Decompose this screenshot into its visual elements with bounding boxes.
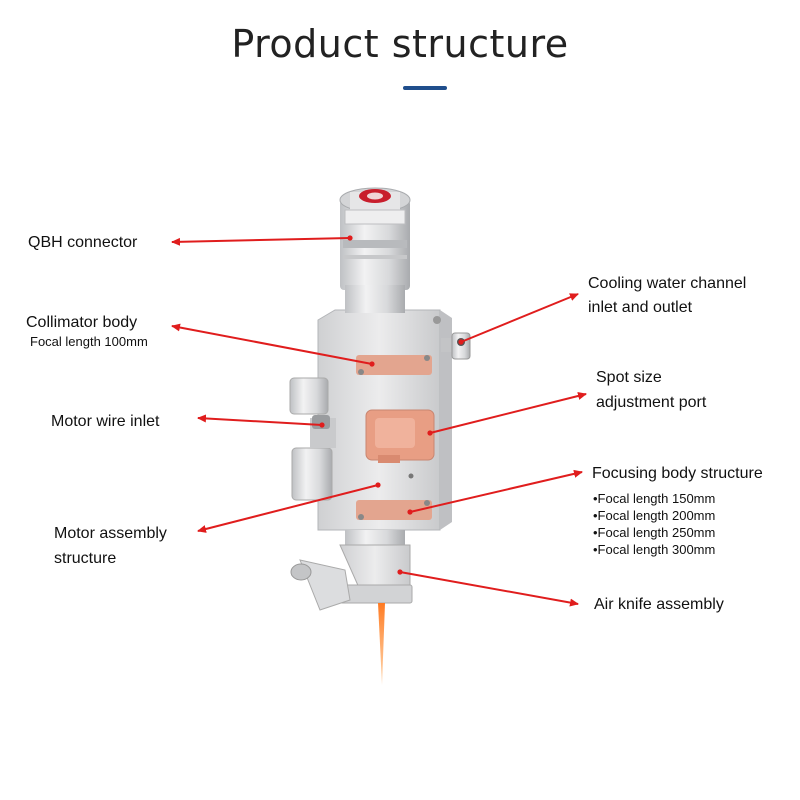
arrow-collimator [171, 323, 375, 367]
label-qbh-connector: QBH connector [28, 234, 138, 251]
arrow-cooling [458, 293, 579, 345]
qbh-connector-part [339, 187, 411, 290]
callout-arrows [171, 235, 587, 607]
arrow-qbh [171, 235, 353, 246]
label-spot-size-line1: Spot size [596, 369, 662, 386]
label-collimator-focal: Focal length 100mm [30, 334, 148, 349]
label-spot-size-line2: adjustment port [596, 394, 707, 411]
label-focusing-item: •Focal length 200mm [593, 508, 716, 523]
main-body-part [317, 285, 452, 531]
label-motor-assembly-line1: Motor assembly [54, 525, 167, 542]
label-focusing-item: •Focal length 250mm [593, 525, 716, 540]
page-title: Product structure [231, 22, 569, 66]
label-cooling-line1: Cooling water channel [588, 275, 747, 292]
label-air-knife: Air knife assembly [594, 596, 724, 613]
label-cooling-line2: inlet and outlet [588, 299, 693, 316]
label-focusing-item: •Focal length 300mm [593, 542, 716, 557]
arrow-motor-assembly [197, 482, 381, 533]
label-focusing-item: •Focal length 150mm [593, 491, 716, 506]
title-underline [403, 86, 447, 90]
label-motor-assembly-line2: structure [54, 550, 117, 567]
label-focusing-body: Focusing body structure [592, 465, 763, 482]
air-knife-part [290, 530, 413, 611]
arrow-motor-wire [197, 414, 325, 428]
arrow-focusing [407, 469, 583, 515]
label-collimator-body: Collimator body [26, 314, 138, 331]
arrow-spot-size [427, 392, 587, 436]
label-motor-wire-inlet: Motor wire inlet [51, 413, 160, 430]
laser-beam [378, 603, 385, 685]
arrow-air-knife [397, 569, 579, 607]
